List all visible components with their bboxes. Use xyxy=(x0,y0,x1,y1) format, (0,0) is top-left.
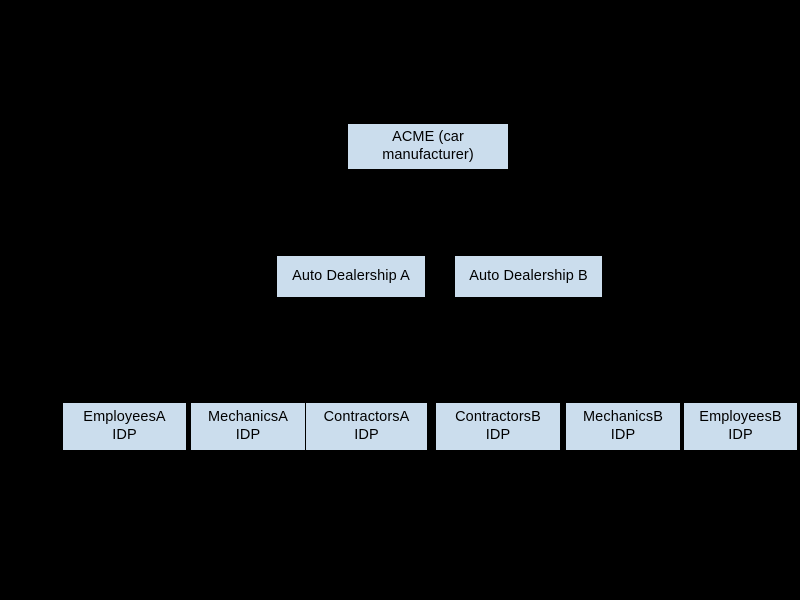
node-employeesa-idp[interactable]: EmployeesA IDP xyxy=(63,403,186,450)
node-employeesb-idp[interactable]: EmployeesB IDP xyxy=(684,403,797,450)
node-acme-root[interactable]: ACME (car manufacturer) xyxy=(348,124,508,169)
node-auto-dealership-a[interactable]: Auto Dealership A xyxy=(277,256,425,297)
node-contractorsa-idp[interactable]: ContractorsA IDP xyxy=(306,403,427,450)
node-auto-dealership-b[interactable]: Auto Dealership B xyxy=(455,256,602,297)
node-mechanicsa-idp[interactable]: MechanicsA IDP xyxy=(191,403,305,450)
node-mechanicsb-idp[interactable]: MechanicsB IDP xyxy=(566,403,680,450)
node-contractorsb-idp[interactable]: ContractorsB IDP xyxy=(436,403,560,450)
